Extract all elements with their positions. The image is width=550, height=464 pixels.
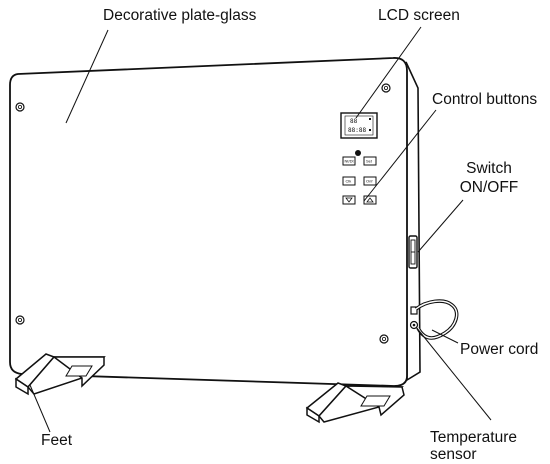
label-decorative-plate-glass: Decorative plate-glass <box>103 7 257 24</box>
label-feet: Feet <box>41 432 73 449</box>
lcd-bottom-digits: 88:88 <box>348 127 366 134</box>
lcd-screen: 88 88:88 <box>340 112 378 139</box>
label-sensor: sensor <box>430 446 477 463</box>
power-indicator-dot <box>355 150 361 156</box>
panel-side-edge <box>405 61 421 382</box>
button-night-day-label: Nt/Dt <box>345 159 355 164</box>
leader-line-power-cord <box>431 329 459 344</box>
leader-line-lcd <box>355 26 422 119</box>
temperature-sensor-port <box>409 320 419 330</box>
leader-line-switch <box>417 199 464 253</box>
button-up[interactable] <box>363 195 377 205</box>
label-lcd-screen: LCD screen <box>378 7 460 24</box>
label-power-cord: Power cord <box>460 341 538 358</box>
right-foot <box>305 382 405 424</box>
button-clock[interactable]: Clk <box>342 176 356 186</box>
button-on-off-label: Onf <box>366 179 373 184</box>
on-off-switch <box>408 235 418 269</box>
corner-screw-bottom-right <box>379 334 389 344</box>
corner-screw-top-left <box>15 102 25 112</box>
power-cord-plug <box>410 306 418 315</box>
button-on-off[interactable]: Onf <box>363 176 377 186</box>
button-down[interactable] <box>342 195 356 205</box>
leader-line-buttons <box>363 109 437 202</box>
glass-front-panel <box>9 57 408 387</box>
label-switch: Switch <box>466 160 512 177</box>
button-clock-label: Clk <box>346 179 352 184</box>
down-arrow-icon <box>345 197 353 203</box>
leader-line-sensor <box>415 326 492 421</box>
button-set[interactable]: Set <box>363 156 377 166</box>
up-arrow-icon <box>366 197 374 203</box>
left-foot <box>14 353 106 396</box>
button-night-day[interactable]: Nt/Dt <box>342 156 356 166</box>
leader-line-glass <box>65 29 109 124</box>
button-set-label: Set <box>366 159 373 164</box>
label-on-off: ON/OFF <box>460 179 519 196</box>
label-control-buttons: Control buttons <box>432 91 537 108</box>
corner-screw-top-right <box>381 83 391 93</box>
corner-screw-bottom-left <box>15 315 25 325</box>
label-temperature: Temperature <box>430 429 517 446</box>
leader-line-feet <box>29 384 51 433</box>
lcd-top-digits: 88 <box>350 118 358 125</box>
